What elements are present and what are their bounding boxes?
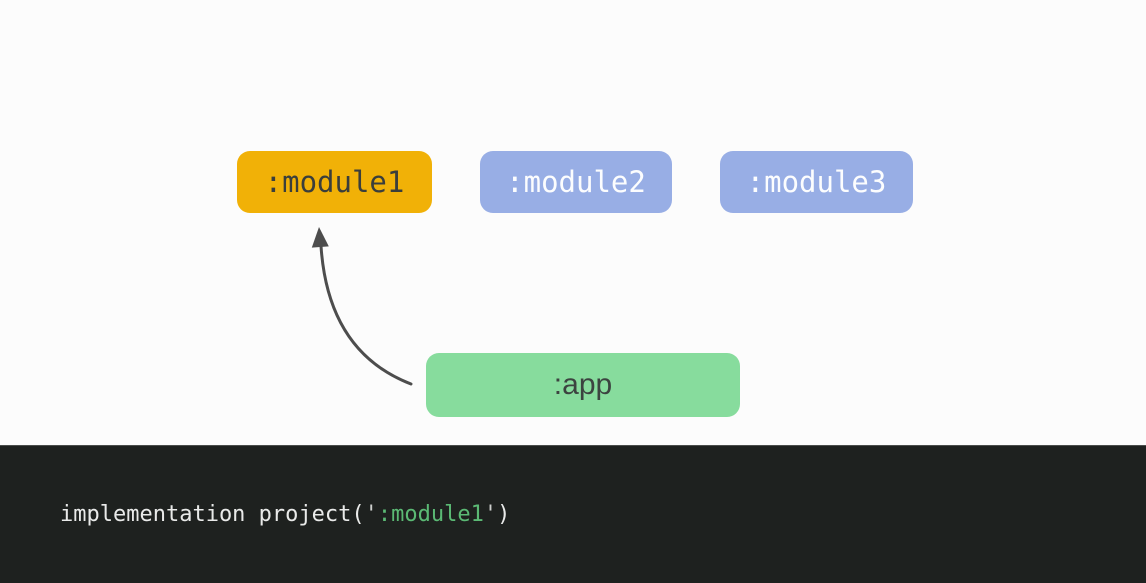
module2-node: :module2	[480, 151, 672, 213]
code-token: :module1	[377, 502, 484, 527]
app-node: :app	[426, 353, 740, 417]
code-token: implementation project(	[60, 502, 365, 527]
module1-node: :module1	[237, 151, 432, 213]
code-line: implementation project(':module1')	[60, 502, 510, 528]
code-panel: implementation project(':module1')	[0, 445, 1146, 583]
module3-label: :module3	[746, 165, 887, 199]
module1-label: :module1	[264, 165, 405, 199]
dependency-arrow-line	[319, 244, 413, 386]
code-token: '	[364, 502, 378, 527]
app-label: :app	[553, 368, 613, 401]
module2-label: :module2	[506, 165, 646, 199]
code-token: '	[483, 502, 498, 527]
code-token: )	[497, 502, 511, 527]
module3-node: :module3	[720, 151, 913, 213]
dependency-arrowhead-icon	[311, 227, 329, 248]
